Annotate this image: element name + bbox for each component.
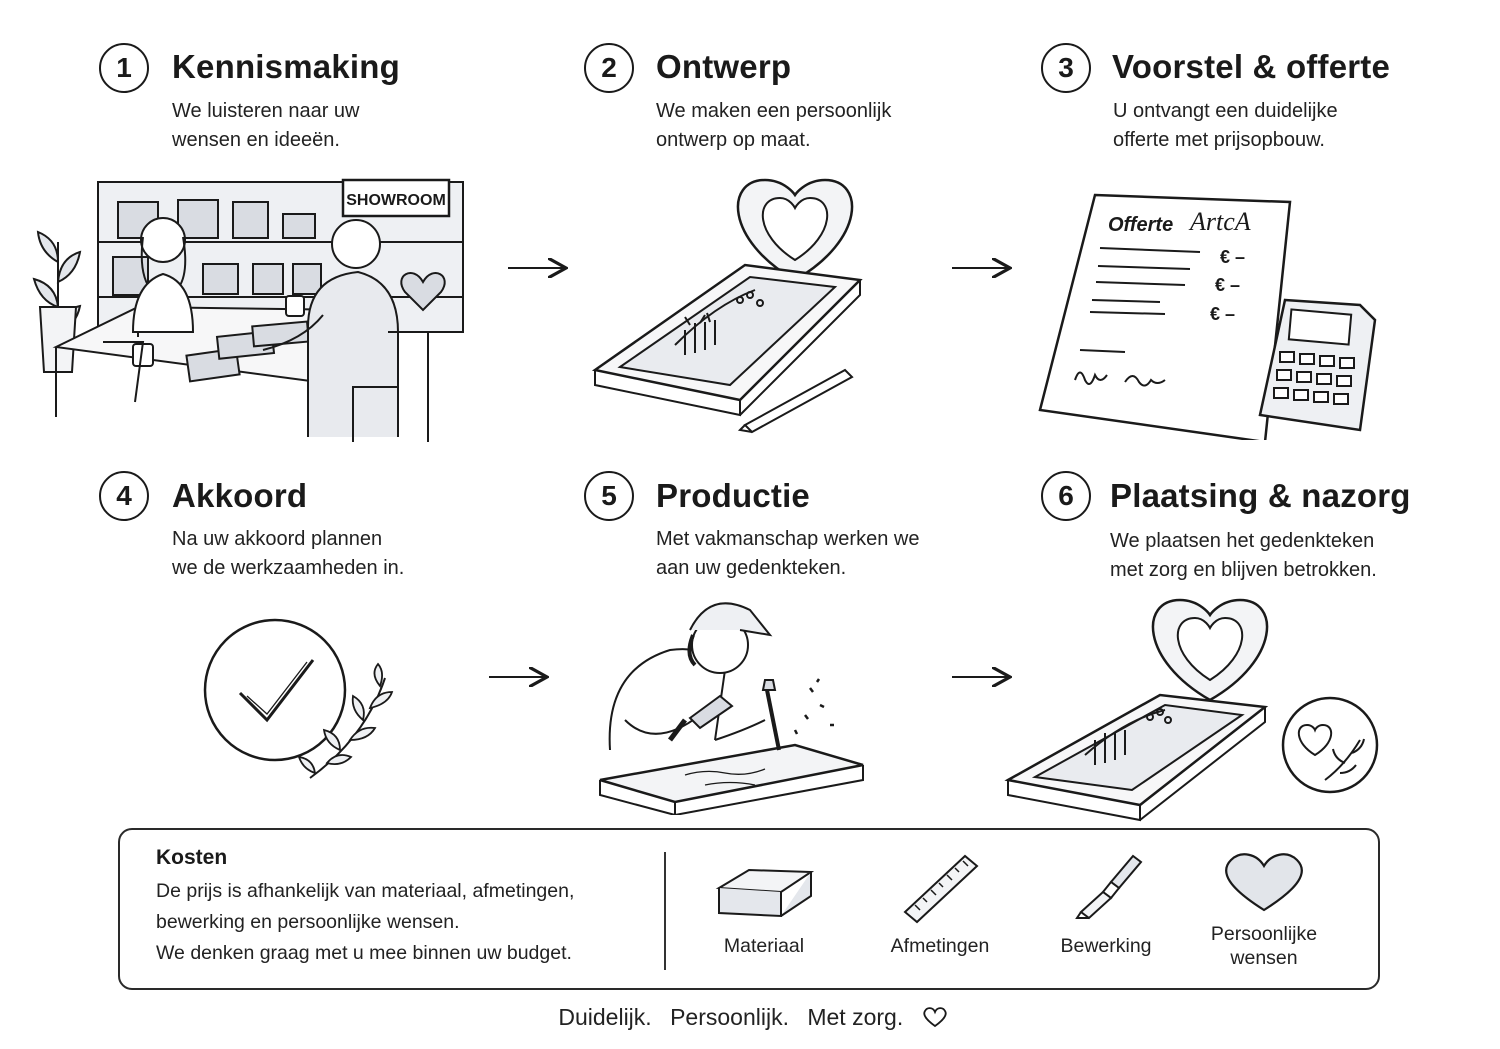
- factor-label-materiaal: Materiaal: [723, 935, 805, 957]
- chisel-icon: [1075, 854, 1143, 920]
- cost-description: De prijs is afhankelijk van materiaal, a…: [156, 880, 575, 964]
- quote-document-title: Offerte: [1108, 214, 1173, 236]
- cost-title: Kosten: [156, 846, 228, 869]
- step-3-number: 3: [1041, 43, 1091, 93]
- step-5-number: 5: [584, 471, 634, 521]
- ruler-icon: [903, 854, 979, 924]
- arrow-2-3: [952, 258, 1014, 278]
- step-6-number: 6: [1041, 471, 1091, 521]
- factor-materiaal: Materiaal: [684, 850, 844, 958]
- quote-document-illustration: Offerte ArtcA € – € – € –: [1038, 193, 1377, 440]
- arrow-1-2: [508, 258, 570, 278]
- factor-label-afmetingen: Afmetingen: [890, 935, 990, 957]
- approval-checkmark-illustration: [203, 618, 394, 779]
- tagline-word-3: Met zorg.: [807, 1004, 904, 1030]
- tagline: Duidelijk. Persoonlijk. Met zorg.: [0, 1004, 1500, 1031]
- step-2-number: 2: [584, 43, 634, 93]
- heart-icon: [1225, 853, 1303, 912]
- stone-block-icon: [715, 868, 815, 918]
- cost-divider: [664, 852, 666, 970]
- step-1-number: 1: [99, 43, 149, 93]
- factor-bewerking: Bewerking: [1026, 850, 1186, 958]
- factor-afmetingen: Afmetingen: [860, 850, 1020, 958]
- tagline-word-1: Duidelijk.: [558, 1004, 652, 1030]
- step-5-title: Productie: [656, 477, 810, 514]
- arrow-5-6: [952, 667, 1014, 687]
- stonemason-illustration: [599, 602, 864, 815]
- quote-price-line-3: € –: [1210, 304, 1235, 324]
- factor-label-bewerking: Bewerking: [1060, 935, 1152, 957]
- step-4-title: Akkoord: [172, 477, 308, 514]
- arrow-4-5: [489, 667, 551, 687]
- quote-price-line-2: € –: [1215, 275, 1240, 295]
- step-6-title: Plaatsing & nazorg: [1110, 477, 1411, 514]
- quote-price-line-1: € –: [1220, 247, 1245, 267]
- cost-info-box: Kosten De prijs is afhankelijk van mater…: [118, 828, 1380, 990]
- showroom-sign: SHOWROOM: [346, 192, 446, 209]
- brand-logo: ArtcA: [1188, 207, 1251, 236]
- step-1-title: Kennismaking: [172, 48, 400, 85]
- tagline-word-2: Persoonlijk.: [670, 1004, 789, 1030]
- step-2-title: Ontwerp: [656, 48, 792, 85]
- memorial-design-illustration: [591, 178, 863, 434]
- showroom-meeting-illustration: SHOWROOM: [32, 178, 464, 442]
- step-4-number: 4: [99, 471, 149, 521]
- placed-memorial-illustration: [1004, 598, 1379, 822]
- step-3-title: Voorstel & offerte: [1112, 48, 1391, 85]
- heart-outline-icon: [923, 1007, 947, 1028]
